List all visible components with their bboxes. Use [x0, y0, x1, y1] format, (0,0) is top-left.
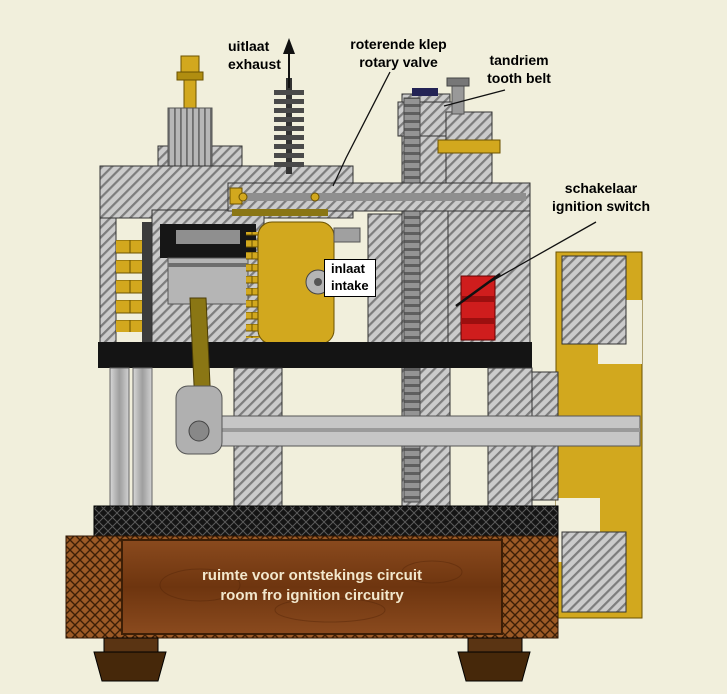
switch-lever — [455, 272, 501, 308]
piston-crown — [176, 230, 240, 244]
label-exhaust-en: exhaust — [228, 55, 281, 72]
crankcase-teeth — [246, 232, 260, 338]
label-rotary-valve-en: rotary valve — [359, 53, 438, 70]
wooden-base — [65, 535, 559, 639]
support-legs — [109, 367, 153, 509]
label-tooth-belt-nl: tandriem — [489, 52, 549, 68]
leader-lines — [283, 38, 597, 283]
bolt — [451, 83, 465, 115]
exhaust-valve-stack — [274, 78, 304, 174]
mounting-plate — [98, 342, 532, 368]
label-ignition-switch: schakelaar ignition switch — [540, 180, 662, 215]
label-rotary-valve-nl: roterende klep — [350, 36, 447, 52]
rotary-valve-shaft — [227, 182, 531, 216]
label-tooth-belt: tandriem tooth belt — [479, 52, 559, 87]
foot-left — [93, 637, 167, 682]
crankshaft — [214, 415, 641, 447]
cylinder-assembly — [99, 209, 265, 361]
label-intake-en: intake — [331, 277, 369, 293]
brass-pin — [437, 139, 501, 154]
exhaust-fins — [274, 86, 304, 170]
plug-sleeve — [167, 107, 213, 169]
label-exhaust-nl: uitlaat — [228, 38, 270, 54]
rotary-valve-leader — [332, 71, 391, 187]
ignition-switch-leader — [489, 221, 597, 283]
liner-wall — [142, 222, 154, 348]
label-tooth-belt-en: tooth belt — [487, 69, 551, 86]
base-panel-text: ruimte voor ontstekings circuit room fro… — [122, 566, 502, 605]
outer-wall — [99, 217, 117, 347]
spark-plug — [176, 55, 204, 113]
label-rotary-valve: roterende klep rotary valve — [341, 36, 456, 71]
wood-panel — [121, 539, 503, 635]
label-intake-box: inlaat intake — [324, 259, 376, 297]
label-intake-nl: inlaat — [331, 261, 365, 276]
piston-ring — [168, 263, 248, 267]
cooling-fins — [116, 236, 142, 332]
tooth-belt-leader — [443, 89, 506, 107]
base-plate — [93, 505, 559, 537]
belt-tower-assembly — [397, 77, 531, 507]
valve-drive-stub — [333, 227, 361, 243]
label-exhaust: uitlaat exhaust — [228, 38, 281, 73]
base-panel-text-nl: ruimte voor ontstekings circuit — [201, 567, 423, 584]
belt-tensioner — [412, 88, 438, 96]
exhaust-arrow — [283, 38, 295, 88]
label-ignition-switch-en: ignition switch — [552, 197, 650, 214]
label-ignition-switch-nl: schakelaar — [564, 180, 638, 196]
ignition-switch — [455, 272, 501, 341]
crank-web — [175, 385, 223, 455]
base-panel-text-en: room fro ignition circuitry — [220, 586, 404, 604]
foot-right — [457, 637, 531, 682]
